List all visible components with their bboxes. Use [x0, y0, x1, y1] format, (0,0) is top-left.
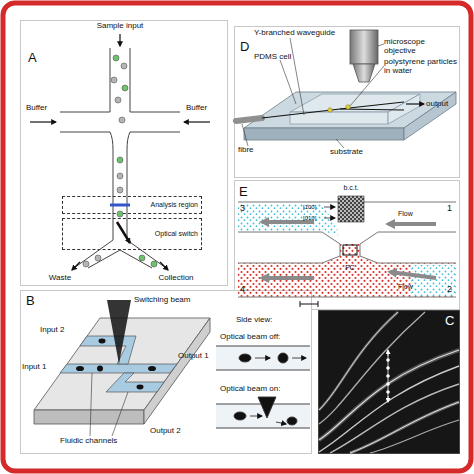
part-label: PDMS cell: [254, 53, 304, 62]
outlet-label: Collection: [146, 274, 206, 283]
section-label: Optical beam on:: [220, 385, 310, 394]
port-label: Output 1: [178, 352, 218, 361]
panel-letter: C: [445, 314, 454, 328]
outer-frame: [3, 3, 471, 471]
port-number: 4: [240, 285, 250, 295]
port-label: Output 2: [150, 427, 194, 436]
port-label: Sample input: [85, 22, 155, 31]
part-label: Y-branched waveguide: [254, 29, 354, 38]
panel-letter: D: [240, 40, 249, 54]
inset-label: b.c.t.: [336, 184, 366, 192]
axis-label: [100]: [303, 204, 325, 211]
port-number: 1: [447, 204, 457, 214]
part-label: Switching beam: [134, 296, 214, 305]
axis-label: [010]: [303, 215, 325, 222]
part-label: substrate: [330, 148, 380, 157]
section-label: Side view:: [236, 316, 296, 325]
panel-letter: A: [28, 51, 37, 65]
part-label: fibre: [238, 146, 268, 155]
analysis-region-box: Analysis region: [62, 196, 202, 214]
port-number: 3: [240, 204, 250, 214]
port-label: Buffer: [186, 104, 226, 113]
port-number: 2: [447, 285, 457, 295]
port-label: Input 1: [22, 363, 60, 372]
flow-label: Flow: [398, 210, 424, 218]
port-label: Buffer: [26, 104, 66, 113]
region-label: Analysis region: [151, 201, 198, 209]
part-label: output: [426, 100, 460, 109]
micrograph-panel: C: [318, 310, 460, 454]
outlet-label: Waste: [38, 274, 82, 283]
panel-letter: E: [239, 185, 248, 199]
part-label: microscope objective: [384, 38, 458, 56]
panel-frame: A Analysis regionOptical switch: [20, 20, 228, 286]
optical-switch-box: Optical switch: [62, 218, 202, 250]
flow-label: Flow: [398, 283, 424, 291]
part-label: Fluidic channels: [60, 437, 140, 446]
panel-letter: B: [26, 294, 35, 308]
section-label: Optical beam off:: [220, 333, 310, 342]
part-label: polystyrene particles in water: [384, 58, 458, 76]
port-label: Input 2: [40, 326, 80, 335]
region-label: Optical switch: [155, 230, 198, 238]
part-label: FC: [340, 264, 360, 272]
